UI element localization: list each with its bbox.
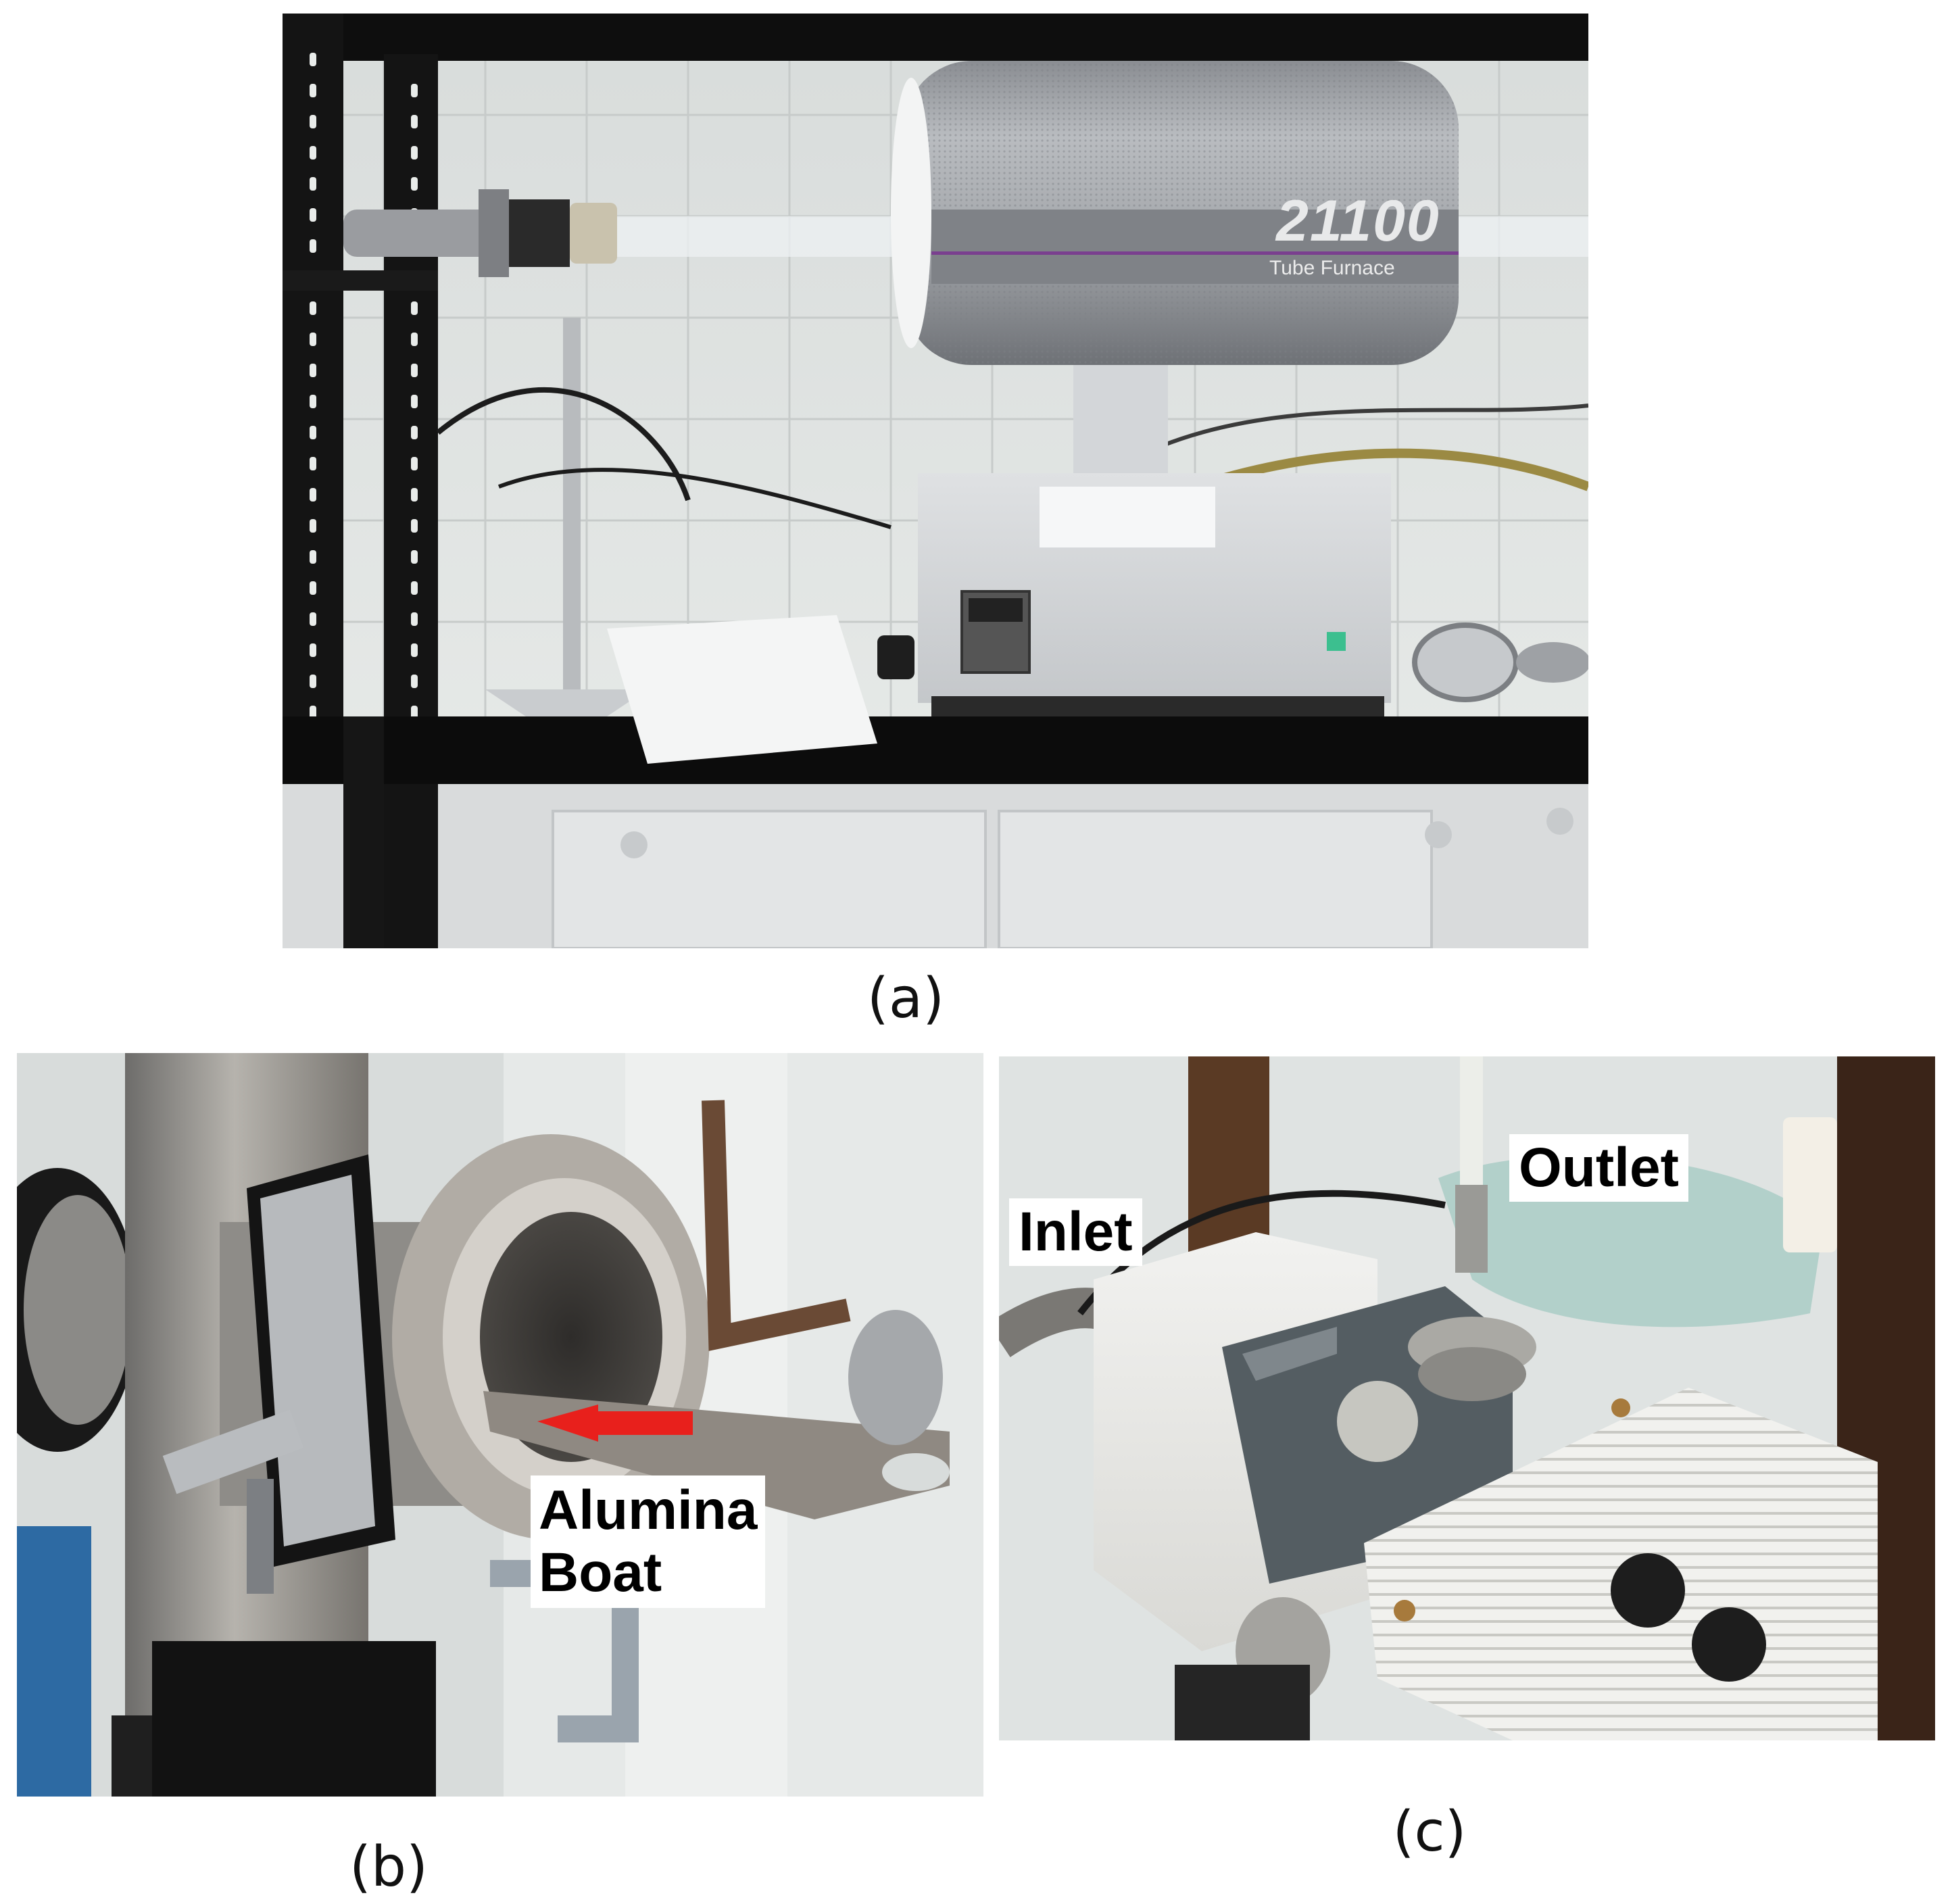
red-arrow xyxy=(537,1405,693,1442)
alumina-boat-label-line2: Boat xyxy=(539,1541,662,1603)
vacuum-pump-photo xyxy=(999,1056,1935,1740)
panel-a-photo: 21100 Tube Furnace xyxy=(283,14,1588,948)
panel-c-caption: (c) xyxy=(1392,1800,1467,1864)
panel-a-caption: (a) xyxy=(867,967,945,1031)
alumina-boat-label-line1: Alumina xyxy=(539,1480,758,1541)
flange-boat-photo xyxy=(17,1053,983,1797)
alumina-boat-label: Alumina Boat xyxy=(531,1475,766,1608)
furnace-model-number: 21100 xyxy=(1276,189,1440,253)
tube-furnace-photo xyxy=(283,14,1588,948)
panel-c-photo: Outlet Inlet xyxy=(999,1056,1935,1740)
panel-b-caption: (b) xyxy=(349,1835,429,1899)
red-arrow-shape xyxy=(537,1405,693,1442)
inlet-label: Inlet xyxy=(1009,1198,1142,1266)
furnace-model-name: Tube Furnace xyxy=(1269,257,1395,279)
outlet-label: Outlet xyxy=(1509,1134,1688,1202)
panel-b-photo: Alumina Boat xyxy=(17,1053,983,1797)
